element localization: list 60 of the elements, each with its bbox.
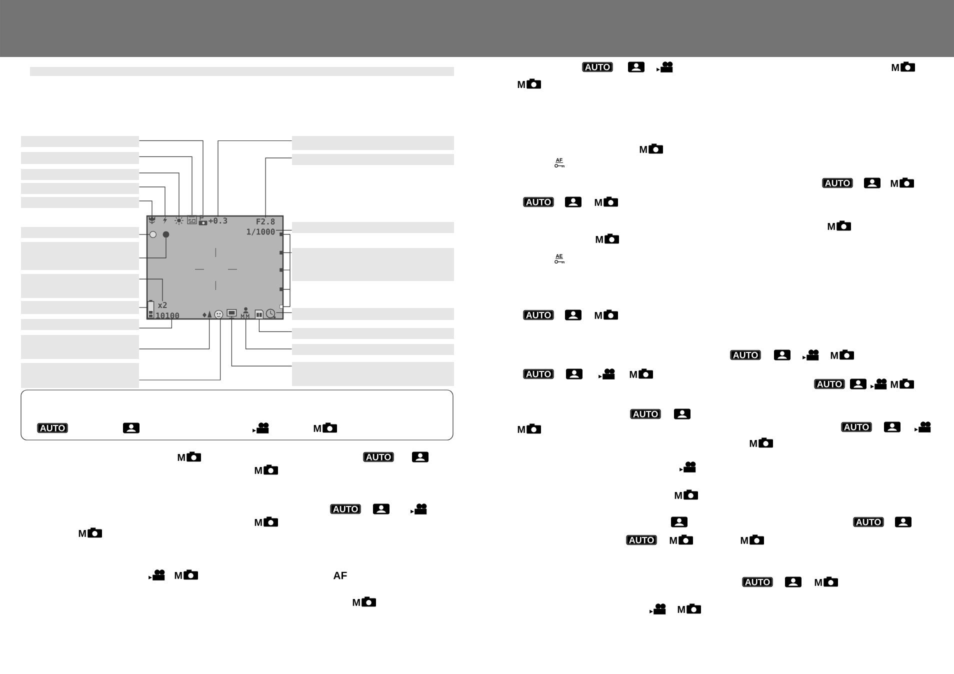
leader-line <box>218 140 292 218</box>
leader-line <box>138 307 148 308</box>
lcd-screen <box>146 215 284 320</box>
leader-line <box>138 186 166 216</box>
label-bar <box>292 362 454 386</box>
timer-icon <box>266 308 276 318</box>
label-bar <box>21 363 139 388</box>
sun-icon <box>174 216 184 226</box>
label-bar <box>21 242 139 270</box>
leader-line <box>246 318 292 350</box>
flash-icon <box>163 216 167 224</box>
leader-line <box>138 238 166 258</box>
label-bar <box>292 328 454 339</box>
label-bar <box>21 335 139 359</box>
battery-icon <box>147 300 154 318</box>
label-bar <box>292 136 454 150</box>
lcd-readout: +0.3 <box>208 218 228 224</box>
leader-line <box>138 278 163 302</box>
label-bar <box>21 169 139 180</box>
quality-icon <box>202 310 212 318</box>
leader-line <box>138 319 172 328</box>
leader-line <box>138 318 221 380</box>
zoom-bar <box>280 232 283 309</box>
label-bar <box>292 308 454 320</box>
label-bar <box>292 248 454 281</box>
leader-line <box>276 312 292 313</box>
camera-icon <box>198 215 208 226</box>
monitor-icon <box>226 309 237 318</box>
leader-line <box>258 319 292 332</box>
lcd-readout: x2 <box>158 302 167 308</box>
memory-card-icon <box>254 310 264 320</box>
label-bar <box>21 227 139 238</box>
label-bar <box>21 136 139 147</box>
label-bar <box>292 344 454 355</box>
lcd-readout: 1/1000 <box>247 228 275 236</box>
lcd-readout: 10100 <box>156 312 180 319</box>
leader-line <box>138 172 180 216</box>
label-bar <box>21 301 139 314</box>
label-bar <box>21 197 139 208</box>
label-bar <box>21 152 139 164</box>
label-bar <box>292 154 454 165</box>
label-bar <box>21 319 139 330</box>
leader-line <box>231 318 292 366</box>
note-box <box>20 390 454 440</box>
label-bar <box>21 274 139 298</box>
iso-icon <box>187 215 197 224</box>
label-bar <box>292 222 454 233</box>
leader-line <box>138 234 150 235</box>
leader-line <box>276 230 292 231</box>
leader-line <box>138 156 192 216</box>
person-icon <box>240 307 250 319</box>
leader-line <box>283 234 292 307</box>
af-symbol: AF <box>333 572 347 580</box>
label-bar <box>21 183 139 194</box>
lcd-readout: F2.8 <box>256 218 275 225</box>
tulip-icon <box>148 216 156 224</box>
leader-line <box>138 318 210 350</box>
leader-line <box>265 158 292 218</box>
leader-line <box>138 200 152 216</box>
leader-line <box>138 140 204 216</box>
